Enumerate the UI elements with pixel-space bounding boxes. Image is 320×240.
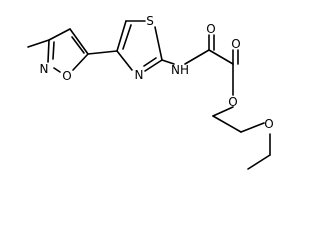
atom-label-carbonyl-o1: O [206, 22, 215, 36]
bond-isoxazole-c3-c4 [48, 28, 71, 41]
atom-label-carbonyl-o2: O [231, 37, 240, 51]
bond-isoxazole-n-c3 [47, 39, 50, 63]
bond-thiazole-c4-c5 [116, 20, 127, 52]
bonds [27, 20, 271, 170]
bond-carbonyl-carbonyl [208, 49, 234, 65]
bond-ch2-ch3 [247, 154, 271, 170]
bond-ester-o-ch2 [212, 106, 234, 117]
bond-thiazole-n-c4 [116, 50, 133, 71]
bond-isoxazole-o-n [53, 67, 61, 73]
bond-isoxazole-c4-c5 [69, 28, 89, 55]
atom-label-ether-o: O [264, 117, 273, 131]
bond-isoxazole-c5-o [72, 53, 89, 71]
bond-thiazole-s-c2 [154, 26, 163, 61]
atom-label-oxazole-n: N [40, 62, 49, 76]
bond-thiazole-c2-n-inner [143, 57, 157, 67]
atom-labels: N O S N NH O O O O [40, 14, 274, 131]
bond-ch2-ch2 [212, 115, 242, 133]
bond-thiazole-c2-n [144, 59, 163, 72]
bond-thiazole-c4-c5-inner [122, 24, 132, 50]
bond-methyl [27, 39, 50, 48]
bond-isoxazole-c4-c5-inner [71, 36, 85, 54]
atom-label-oxazole-o: O [62, 69, 71, 83]
atom-label-thiazole-n: N [135, 68, 144, 82]
bond-isoxazole-n-c3-inner [52, 41, 55, 60]
atom-label-ester-o: O [228, 95, 237, 109]
bond-isoxazole-thiazole [87, 50, 118, 55]
bond-nh-carbonyl [184, 49, 210, 65]
bond-ch2-ether-o [240, 122, 265, 133]
structure-canvas: N O S N NH O O O O [27, 14, 274, 170]
bond-c2-nh [161, 59, 175, 65]
atom-label-amide-nh: NH [171, 63, 189, 77]
molecule-diagram: N O S N NH O O O O [27, 14, 274, 170]
atom-label-thiazole-s: S [146, 14, 154, 28]
